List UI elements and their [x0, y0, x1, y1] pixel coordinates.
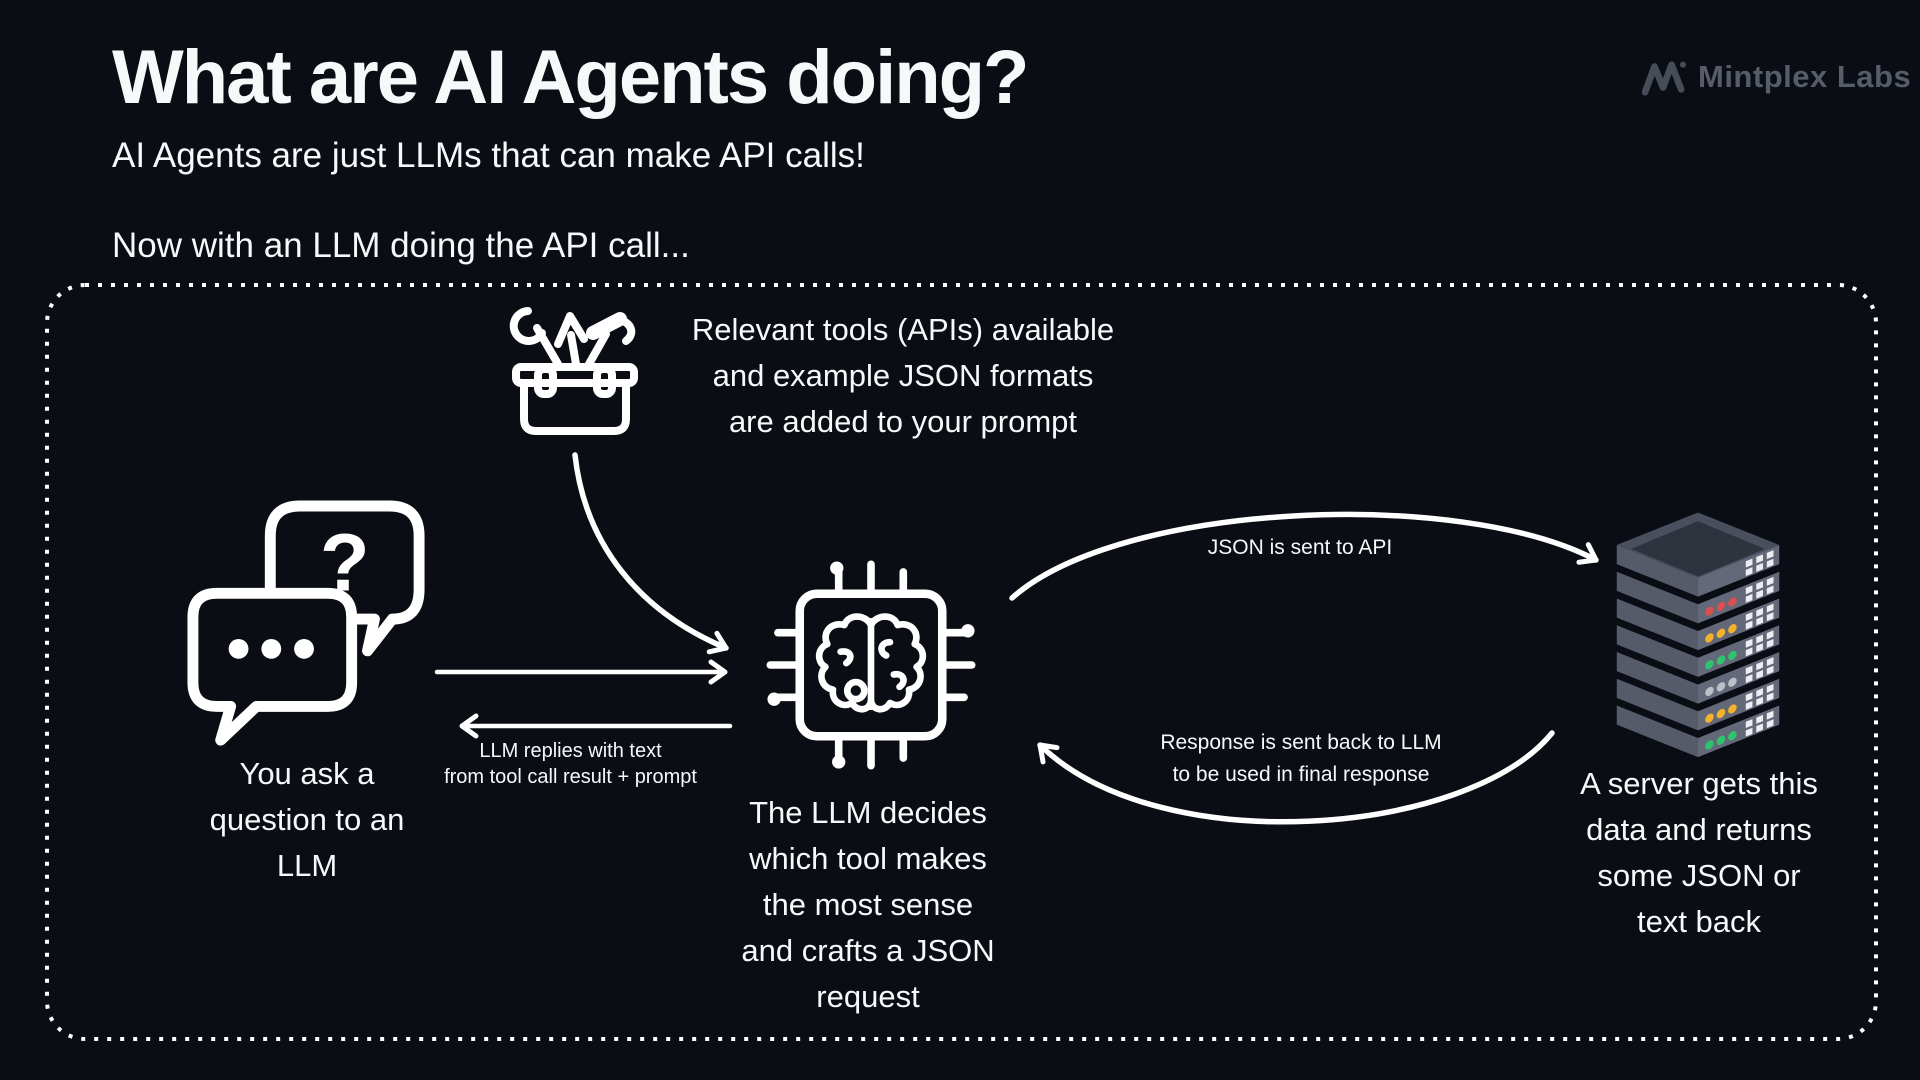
- brand-logo: Mintplex Labs: [1642, 58, 1911, 96]
- server-slabs: [1616, 545, 1780, 758]
- llm-chip-brain-icon: [766, 560, 976, 770]
- arrow-toolbox-to-llm: [572, 452, 729, 655]
- brand-name: Mintplex Labs: [1698, 59, 1912, 94]
- page-subtitle: AI Agents are just LLMs that can make AP…: [112, 136, 865, 175]
- label-llm-replies: LLM replies with text from tool call res…: [444, 740, 697, 788]
- toolbox-icon: [509, 307, 638, 435]
- chat-bubbles-icon: ?: [187, 500, 425, 746]
- section-intro: Now with an LLM doing the API call...: [112, 226, 690, 265]
- mintplex-mark-icon: [1642, 61, 1686, 96]
- toolbox-caption: Relevant tools (APIs) available and exam…: [691, 312, 1115, 439]
- server-rack-icon: [1616, 512, 1780, 758]
- llm-caption: The LLM decides which tool makes the mos…: [741, 795, 995, 1014]
- server-caption: A server gets this data and returns some…: [1580, 766, 1818, 939]
- page-title: What are AI Agents doing?: [112, 35, 1029, 120]
- label-response-sent-back: Response is sent back to LLM to be used …: [1160, 731, 1442, 786]
- label-json-sent-to-api: JSON is sent to API: [1207, 536, 1393, 559]
- user-caption: You ask a question to an LLM: [209, 756, 405, 883]
